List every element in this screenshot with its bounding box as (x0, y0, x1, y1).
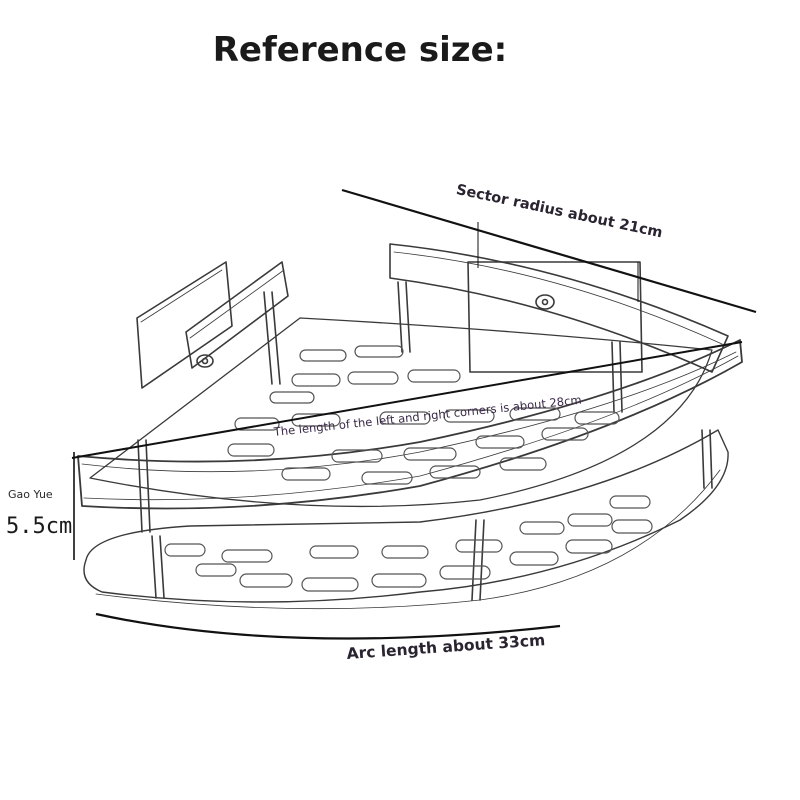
right-adhesive-plate (467, 261, 643, 373)
height-label: Gao Yue (8, 488, 53, 501)
page-title: Reference size: (212, 30, 508, 70)
support-post (611, 341, 623, 413)
lower-drain-slots (164, 495, 653, 592)
right-screw-icon (535, 294, 555, 310)
back-right-rail (389, 243, 729, 373)
height-value: 5.5cm (6, 514, 73, 539)
lower-tray (83, 429, 729, 603)
upper-front-rim (77, 339, 743, 510)
support-post (397, 281, 411, 353)
back-left-rail (185, 261, 289, 369)
support-post (137, 439, 151, 533)
upper-tray (89, 317, 713, 508)
left-adhesive-plate (136, 261, 233, 389)
left-screw-icon (196, 354, 214, 368)
support-post (263, 291, 281, 385)
upper-drain-slots (227, 345, 620, 485)
arc-dimension-line (95, 612, 561, 640)
support-post (151, 535, 165, 599)
support-post (471, 519, 485, 601)
corner-dimension-line (71, 341, 743, 459)
radius-dimension-line (341, 188, 757, 314)
